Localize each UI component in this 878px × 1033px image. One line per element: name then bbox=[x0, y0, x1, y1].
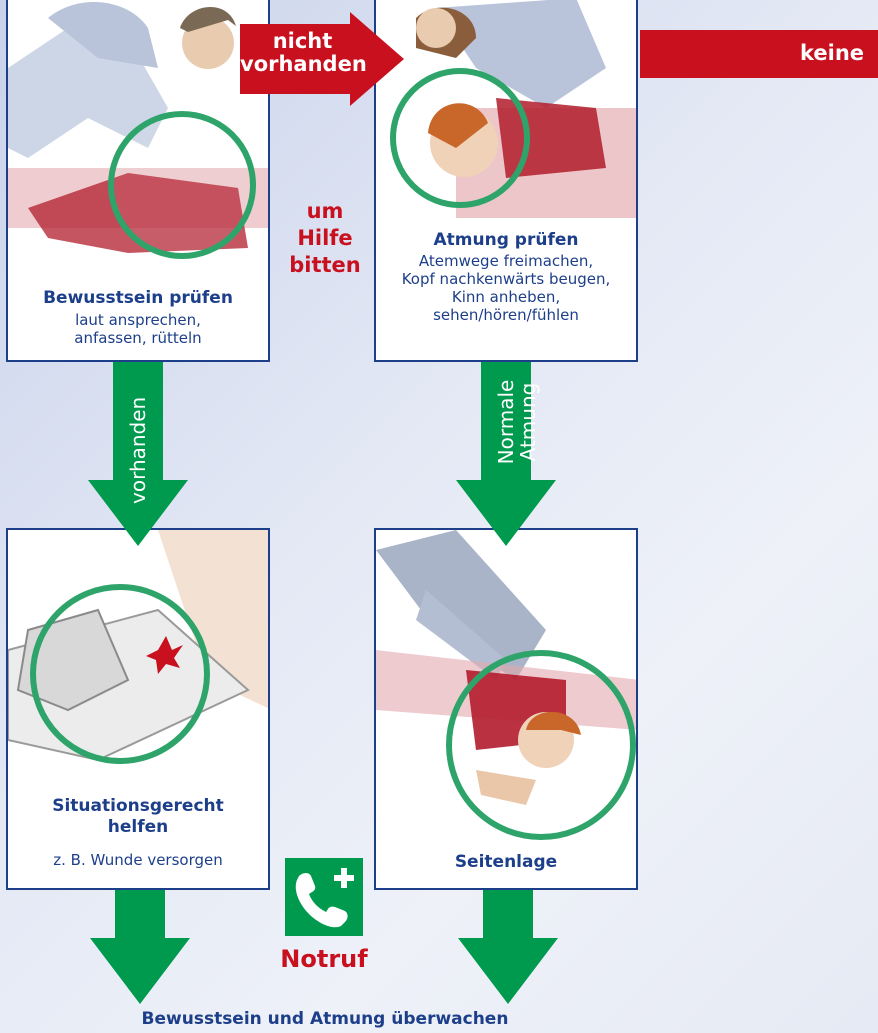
green-arrow-normal-breathing bbox=[456, 362, 556, 546]
step-box-check-breathing: Atmung prüfen Atemwege freimachen, Kopf … bbox=[374, 0, 638, 362]
highlight-ring bbox=[30, 584, 210, 764]
emergency-call-label: Notruf bbox=[280, 945, 368, 973]
step-box-check-consciousness: Bewusstsein prüfen laut ansprechen, anfa… bbox=[6, 0, 270, 362]
help-text-line: bitten bbox=[289, 253, 361, 277]
step-box-recovery-position: Seitenlage bbox=[374, 528, 638, 890]
box-text-line: anfassen, rütteln bbox=[74, 329, 202, 347]
box-text-line: laut ansprechen, bbox=[75, 311, 201, 329]
phone-icon bbox=[295, 868, 354, 928]
label-none: keine bbox=[800, 41, 865, 65]
highlight-ring bbox=[446, 650, 636, 840]
box-title: Seitenlage bbox=[454, 852, 558, 872]
help-text-line: Hilfe bbox=[297, 226, 353, 250]
emergency-phone-icon bbox=[285, 858, 363, 936]
box-title: Bewusstsein prüfen bbox=[43, 288, 233, 308]
box-title: Atmung prüfen bbox=[433, 230, 579, 250]
highlight-ring bbox=[108, 111, 256, 259]
red-arrow-not-present bbox=[240, 12, 404, 106]
red-bar-none bbox=[640, 30, 878, 78]
label-normal-breathing-line1: Normale bbox=[494, 379, 518, 465]
highlight-ring bbox=[390, 68, 530, 208]
help-text-line: um bbox=[306, 199, 344, 223]
label-normal-breathing-line2: Atmung bbox=[516, 382, 540, 462]
label-present: vorhanden bbox=[126, 396, 150, 504]
label-not-present-line2: vorhanden bbox=[240, 52, 367, 76]
box-text-line: Kinn anheben, bbox=[451, 288, 561, 306]
label-normal-breathing: Normale Atmung bbox=[470, 362, 542, 482]
box-text-line: Atemwege freimachen, bbox=[418, 252, 594, 270]
box-title: Situationsgerecht bbox=[52, 796, 224, 816]
step-box-situational-help: Situationsgerecht helfen z. B. Wunde ver… bbox=[6, 528, 270, 890]
green-arrow-present bbox=[88, 362, 188, 546]
label-not-present-line1: nicht bbox=[272, 29, 333, 53]
box-text-line: Kopf nachkenwärts beugen, bbox=[401, 270, 611, 288]
green-arrow-bottom-right bbox=[458, 890, 558, 1004]
box-text-line: z. B. Wunde versorgen bbox=[53, 851, 223, 869]
box-title: helfen bbox=[107, 817, 169, 837]
box-text-line: sehen/hören/fühlen bbox=[433, 306, 579, 324]
footer-monitor-text: Bewusstsein und Atmung überwachen bbox=[141, 1009, 509, 1029]
green-arrow-bottom-left bbox=[90, 890, 190, 1004]
